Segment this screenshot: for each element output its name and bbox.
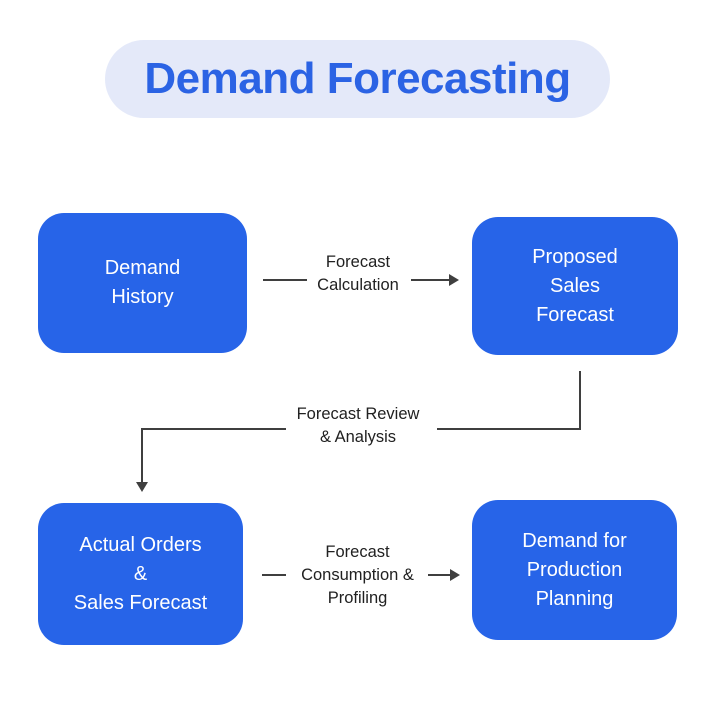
edge-forecast-review-line: [579, 371, 581, 429]
node-proposed-sales-forecast: Proposed Sales Forecast: [472, 217, 678, 355]
edge-forecast-review-line: [437, 428, 581, 430]
edge-label-line: Forecast: [325, 253, 391, 271]
edge-label-line: Forecast Review: [296, 405, 420, 423]
edge-label-line: Forecast: [325, 543, 390, 561]
node-label-line: Demand: [104, 257, 181, 279]
arrowhead-right-icon: [450, 569, 460, 581]
node-label-line: Actual Orders: [79, 533, 202, 556]
title-badge: Demand Forecasting: [105, 40, 610, 118]
node-label-line: Production: [526, 558, 623, 581]
node-label-line: Proposed: [532, 245, 618, 268]
edge-forecast-calculation-label: Forecast Calculation: [298, 251, 418, 297]
edge-forecast-consumption-line: [262, 574, 286, 576]
edge-forecast-consumption-line: [428, 574, 450, 576]
node-actual-orders-sales-forecast: Actual Orders & Sales Forecast: [38, 503, 243, 645]
edge-label-line: & Analysis: [319, 428, 397, 446]
arrowhead-down-icon: [136, 482, 148, 492]
edge-forecast-review-line: [141, 428, 286, 430]
edge-forecast-calculation-line: [411, 279, 449, 281]
edge-label-line: Profiling: [327, 589, 388, 607]
edge-forecast-review-label: Forecast Review & Analysis: [278, 403, 438, 449]
node-label-line: Planning: [535, 587, 614, 610]
node-label-line: &: [133, 562, 148, 585]
edge-label-line: Consumption &: [301, 566, 414, 584]
edge-forecast-review-line: [141, 429, 143, 484]
node-demand-for-production-planning: Demand for Production Planning: [472, 500, 677, 640]
arrowhead-right-icon: [449, 274, 459, 286]
edge-label-line: Calculation: [317, 276, 399, 294]
node-demand-history: Demand History: [38, 213, 247, 353]
node-label-line: Sales Forecast: [73, 591, 208, 614]
edge-forecast-consumption-label: Forecast Consumption & Profiling: [285, 541, 430, 610]
node-label-line: Demand for: [522, 529, 627, 552]
node-label-line: Sales: [549, 274, 601, 297]
edge-forecast-calculation-line: [263, 279, 307, 281]
node-label-line: History: [111, 286, 174, 308]
node-label-line: Forecast: [536, 303, 614, 326]
page-title: Demand Forecasting: [144, 54, 571, 103]
